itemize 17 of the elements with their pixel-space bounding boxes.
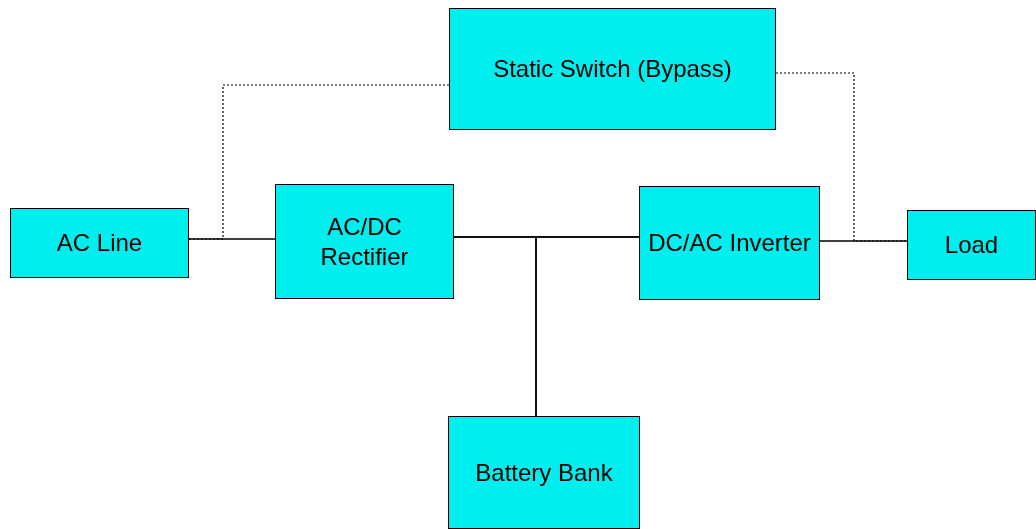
box-label: Battery Bank bbox=[475, 457, 613, 488]
box-label: Load bbox=[944, 230, 999, 260]
dotted-connector bbox=[775, 72, 908, 242]
box-label: Static Switch (Bypass) bbox=[493, 54, 732, 84]
connector-line bbox=[535, 236, 640, 417]
connector-line bbox=[188, 238, 276, 240]
process-box bbox=[907, 210, 1036, 280]
process-box bbox=[639, 186, 820, 300]
dotted-connector bbox=[188, 84, 450, 240]
process-box bbox=[449, 8, 776, 130]
process-box bbox=[275, 184, 454, 299]
box-label: AC Line bbox=[56, 228, 143, 258]
process-box bbox=[10, 208, 189, 278]
box-label: AC/DC Rectifier bbox=[319, 211, 410, 272]
connector-line bbox=[819, 240, 908, 242]
process-box bbox=[448, 416, 640, 529]
box-label: DC/AC Inverter bbox=[648, 228, 811, 258]
